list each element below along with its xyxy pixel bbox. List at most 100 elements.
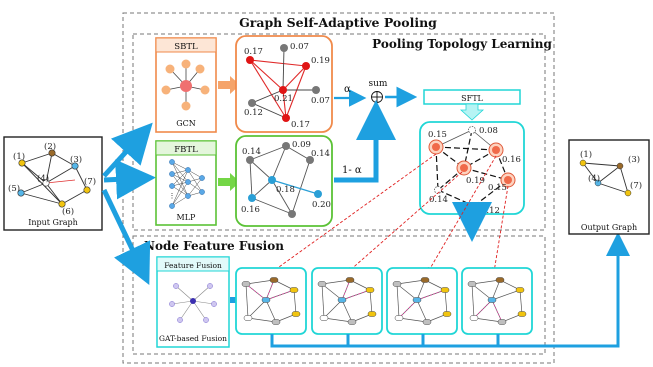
input-label-2: (2) <box>44 141 56 152</box>
sbtl-score-6: 0.12 <box>244 108 263 118</box>
sbtl-module: SBTL GCN <box>155 37 217 133</box>
input-label-6: (6) <box>62 206 74 217</box>
input-label-5: (5) <box>8 183 20 194</box>
input-label-7: (7) <box>84 176 96 187</box>
output-label-7: (7) <box>630 180 642 191</box>
fusion-node <box>412 297 422 303</box>
fusion-panel-graph <box>241 277 301 325</box>
red-guide-arrows <box>271 153 509 273</box>
sftl-label: SFTL <box>461 94 483 103</box>
fusion-node <box>269 277 279 283</box>
output-label-3: (3) <box>628 154 640 165</box>
fusion-node <box>422 319 432 325</box>
output-label-1: (1) <box>580 149 592 160</box>
sbtl-score-7: 0.17 <box>291 120 310 130</box>
fbtl-score-4: 0.18 <box>276 185 295 195</box>
fusion-node <box>467 281 477 287</box>
sbtl-score-5: 0.07 <box>311 96 330 106</box>
fusion-node <box>291 311 301 317</box>
fusion-node <box>440 287 450 293</box>
fusion-node <box>337 297 347 303</box>
sftl-score-2: 0.08 <box>479 126 498 136</box>
input-label-4: (4) <box>37 173 49 184</box>
arrow-input-to-fusion <box>101 188 151 286</box>
input-label-1: (1) <box>13 151 25 162</box>
arrow-one-minus-alpha <box>334 100 396 183</box>
arrow-input-to-fbtl <box>103 159 156 200</box>
sbtl-score-3: 0.19 <box>311 56 330 66</box>
output-graph: (1) (3) (4) (7) Output Graph <box>568 139 650 235</box>
fusion-node <box>317 281 327 287</box>
fbtl-module: FBTL ⋮ MLP <box>155 140 217 226</box>
fusion-node <box>261 297 271 303</box>
fusion-node <box>420 277 430 283</box>
input-label-3: (3) <box>70 154 82 165</box>
input-graph: (1) (2) (3) (4) (5) (6) (7) Input Graph <box>3 136 103 231</box>
fusion-node <box>347 319 357 325</box>
one-minus-alpha-label: 1- α <box>342 165 362 176</box>
fbtl-score-graph: 0.14 0.09 0.14 0.18 0.16 0.20 <box>235 135 333 227</box>
sftl-score-1: 0.15 <box>428 130 447 140</box>
sftl-score-7: 0.12 <box>481 206 500 216</box>
fusion-node <box>289 287 299 293</box>
sum-label: sum <box>369 79 388 89</box>
fusion-node <box>345 277 355 283</box>
fusion-node <box>469 315 479 321</box>
fusion-title: Node Feature Fusion <box>144 239 284 253</box>
input-node-labels: (1) (2) (3) (4) (5) (6) (7) <box>8 141 96 217</box>
topology-title: Pooling Topology Learning <box>372 37 552 51</box>
fusion-node <box>319 315 329 321</box>
fbtl-score-2: 0.09 <box>292 140 311 150</box>
input-graph-label: Input Graph <box>28 218 78 227</box>
fusion-frame <box>132 235 546 355</box>
output-graph-label: Output Graph <box>581 223 637 232</box>
output-label-4: (4) <box>588 173 600 184</box>
fusion-panel-graph <box>392 277 452 325</box>
fbtl-score-6: 0.20 <box>312 200 331 210</box>
sftl-score-graph: 0.15 0.08 0.16 0.19 0.15 0.14 0.12 <box>419 121 525 216</box>
arrow-to-output <box>270 232 630 348</box>
fusion-panels <box>235 267 533 335</box>
fusion-node <box>365 287 375 293</box>
sbtl-score-2: 0.07 <box>290 42 309 52</box>
feature-fusion-module: Feature Fusion GAT-based Fusion <box>156 256 230 348</box>
fbtl-score-5: 0.16 <box>241 205 260 215</box>
fusion-node <box>497 319 507 325</box>
gat-fusion-label: GAT-based Fusion <box>159 334 227 343</box>
main-title: Graph Self-Adaptive Pooling <box>239 15 437 30</box>
fusion-node <box>394 315 404 321</box>
sbtl-label: SBTL <box>174 42 198 52</box>
fusion-node <box>243 315 253 321</box>
fusion-node <box>517 311 527 317</box>
fbtl-score-3: 0.14 <box>311 149 330 159</box>
fusion-node <box>487 297 497 303</box>
sftl-score-5: 0.15 <box>488 183 507 193</box>
fusion-node <box>495 277 505 283</box>
fusion-node <box>392 281 402 287</box>
fbtl-label: FBTL <box>174 145 198 155</box>
sftl-module: SFTL <box>423 89 521 121</box>
fusion-node <box>515 287 525 293</box>
sbtl-score-4: 0.21 <box>274 94 293 104</box>
svg-text:⋮: ⋮ <box>169 192 176 200</box>
arrow-input-to-sbtl <box>102 122 153 178</box>
fbtl-score-1: 0.14 <box>242 147 261 157</box>
sftl-score-6: 0.14 <box>429 195 448 205</box>
gcn-label: GCN <box>176 119 196 128</box>
topology-frame <box>132 33 546 231</box>
fusion-node <box>367 311 377 317</box>
mlp-label: MLP <box>177 213 197 222</box>
alpha-label: α <box>344 84 351 95</box>
sftl-score-4: 0.19 <box>466 176 485 186</box>
sbtl-score-1: 0.17 <box>244 47 263 57</box>
sftl-score-3: 0.16 <box>502 155 521 165</box>
feature-fusion-label: Feature Fusion <box>164 261 222 270</box>
sbtl-score-graph: 0.17 0.07 0.19 0.21 0.07 0.12 0.17 <box>235 35 333 133</box>
fusion-node <box>241 281 251 287</box>
fusion-panel-graph <box>317 277 377 325</box>
fusion-panel-graph <box>467 277 527 325</box>
fusion-node <box>271 319 281 325</box>
fusion-node <box>442 311 452 317</box>
